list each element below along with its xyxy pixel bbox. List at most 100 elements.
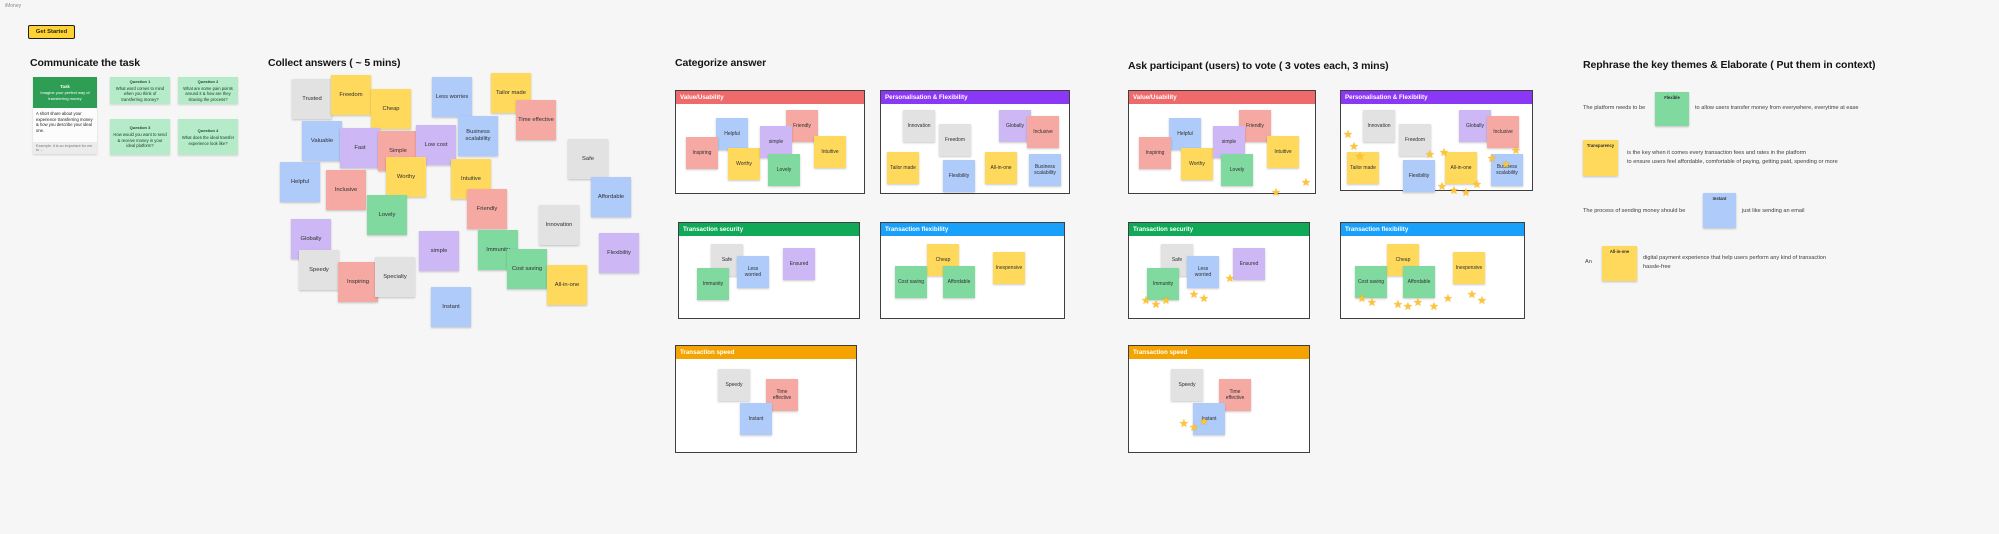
vote-star-icon[interactable]: ★ [1461,187,1471,199]
sticky-note[interactable]: Inclusive [1027,116,1059,148]
vote-star-icon[interactable]: ★ [1179,418,1189,430]
sticky-note[interactable]: Speedy [718,369,750,401]
sticky-note[interactable]: All-in-one [1445,152,1477,184]
vote-star-icon[interactable]: ★ [1511,145,1521,157]
category-frame-header-transaction-security[interactable]: Transaction security [679,223,859,236]
sticky-note[interactable]: Fast [340,128,380,168]
sticky-note[interactable]: simple [419,231,459,271]
vote-star-icon[interactable]: ★ [1425,149,1435,161]
sticky-note[interactable]: Cost saving [507,249,547,289]
sticky-note[interactable]: Innovation [539,205,579,245]
vote-star-icon[interactable]: ★ [1343,129,1353,141]
sticky-note[interactable]: Transparency [1583,140,1618,176]
vote-star-icon[interactable]: ★ [1429,301,1439,313]
sticky-note[interactable]: Intuitive [1267,136,1299,168]
sticky-note[interactable]: Helpful [716,118,748,150]
vote-star-icon[interactable]: ★ [1437,181,1447,193]
sticky-note[interactable]: Globally [1459,110,1491,142]
vote-star-icon[interactable]: ★ [1467,289,1477,301]
vote-star-icon[interactable]: ★ [1449,185,1459,197]
vote-star-icon[interactable]: ★ [1199,293,1209,305]
task-card[interactable]: Task Imagine your perfect way of transfe… [33,77,97,154]
sticky-note[interactable]: Innovation [1363,110,1395,142]
vote-star-icon[interactable]: ★ [1161,295,1171,307]
sticky-note[interactable]: Less worried [737,256,769,288]
vote-star-icon[interactable]: ★ [1443,293,1453,305]
sticky-note[interactable]: Trusted [292,79,332,119]
vote-star-icon[interactable]: ★ [1367,297,1377,309]
vote-frame-header-transaction-flexibility[interactable]: Transaction flexibility [1341,223,1524,236]
sticky-note[interactable]: Inclusive [1487,116,1519,148]
sticky-note[interactable]: simple [760,126,792,158]
sticky-note[interactable]: Lovely [768,154,800,186]
vote-star-icon[interactable]: ★ [1199,416,1209,428]
sticky-note[interactable]: Time effective [516,100,556,140]
category-frame-header-value-usability[interactable]: Value/Usability [676,91,864,104]
sticky-note[interactable]: All-in-one [1602,246,1637,281]
sticky-note[interactable]: Ensured [783,248,815,280]
sticky-note[interactable]: Flexibility [599,233,639,273]
vote-frame-header-transaction-security[interactable]: Transaction security [1129,223,1309,236]
sticky-note[interactable]: Friendly [467,189,507,229]
sticky-note[interactable]: Inspiring [1139,137,1171,169]
vote-star-icon[interactable]: ★ [1413,297,1423,309]
sticky-note[interactable]: Flexibility [943,160,975,192]
category-frame-header-transaction-speed[interactable]: Transaction speed [676,346,856,359]
sticky-note[interactable]: Helpful [280,162,320,202]
sticky-note[interactable]: Speedy [1171,369,1203,401]
sticky-note[interactable]: Inexpensive [993,252,1025,284]
sticky-note[interactable]: All-in-one [985,152,1017,184]
sticky-note[interactable]: Tailor made [887,152,919,184]
sticky-note[interactable]: simple [1213,126,1245,158]
vote-frame-header-transaction-speed[interactable]: Transaction speed [1129,346,1309,359]
vote-star-icon[interactable]: ★ [1189,422,1199,434]
vote-star-icon[interactable]: ★ [1393,299,1403,311]
sticky-note[interactable]: Worthy [728,148,760,180]
vote-star-icon[interactable]: ★ [1501,159,1511,171]
sticky-note[interactable]: Worthy [1181,148,1213,180]
sticky-note[interactable]: Business scalability [458,116,498,156]
sticky-note[interactable]: Instant [1193,403,1225,435]
vote-star-icon[interactable]: ★ [1477,295,1487,307]
sticky-note[interactable]: Cost saving [1355,266,1387,298]
sticky-note[interactable]: Immunity [697,268,729,300]
vote-star-icon[interactable]: ★ [1301,177,1311,189]
vote-star-icon[interactable]: ★ [1141,295,1151,307]
vote-star-icon[interactable]: ★ [1487,153,1497,165]
sticky-note[interactable]: Globally [999,110,1031,142]
vote-star-icon[interactable]: ★ [1151,299,1161,311]
sticky-note[interactable]: Instant [1703,193,1736,228]
vote-star-icon[interactable]: ★ [1349,141,1359,153]
sticky-note[interactable]: Lovely [1221,154,1253,186]
sticky-note[interactable]: Flexibility [1403,160,1435,192]
vote-star-icon[interactable]: ★ [1357,293,1367,305]
category-frame-header-transaction-flexibility[interactable]: Transaction flexibility [881,223,1064,236]
sticky-note[interactable]: Speedy [299,250,339,290]
category-frame-header-personalisation-flexibility[interactable]: Personalisation & Flexibility [881,91,1069,104]
sticky-note[interactable]: Freedom [1399,124,1431,156]
vote-star-icon[interactable]: ★ [1355,151,1365,163]
vote-star-icon[interactable]: ★ [1439,147,1449,159]
sticky-note[interactable]: Inexpensive [1453,252,1485,284]
sticky-note[interactable]: Business scalability [1029,154,1061,186]
vote-star-icon[interactable]: ★ [1271,187,1281,199]
sticky-note[interactable]: Instant [740,403,772,435]
vote-frame-header-value-usability[interactable]: Value/Usability [1129,91,1315,104]
sticky-note[interactable]: All-in-one [547,265,587,305]
sticky-note[interactable]: Ensured [1233,248,1265,280]
sticky-note[interactable]: Instant [431,287,471,327]
